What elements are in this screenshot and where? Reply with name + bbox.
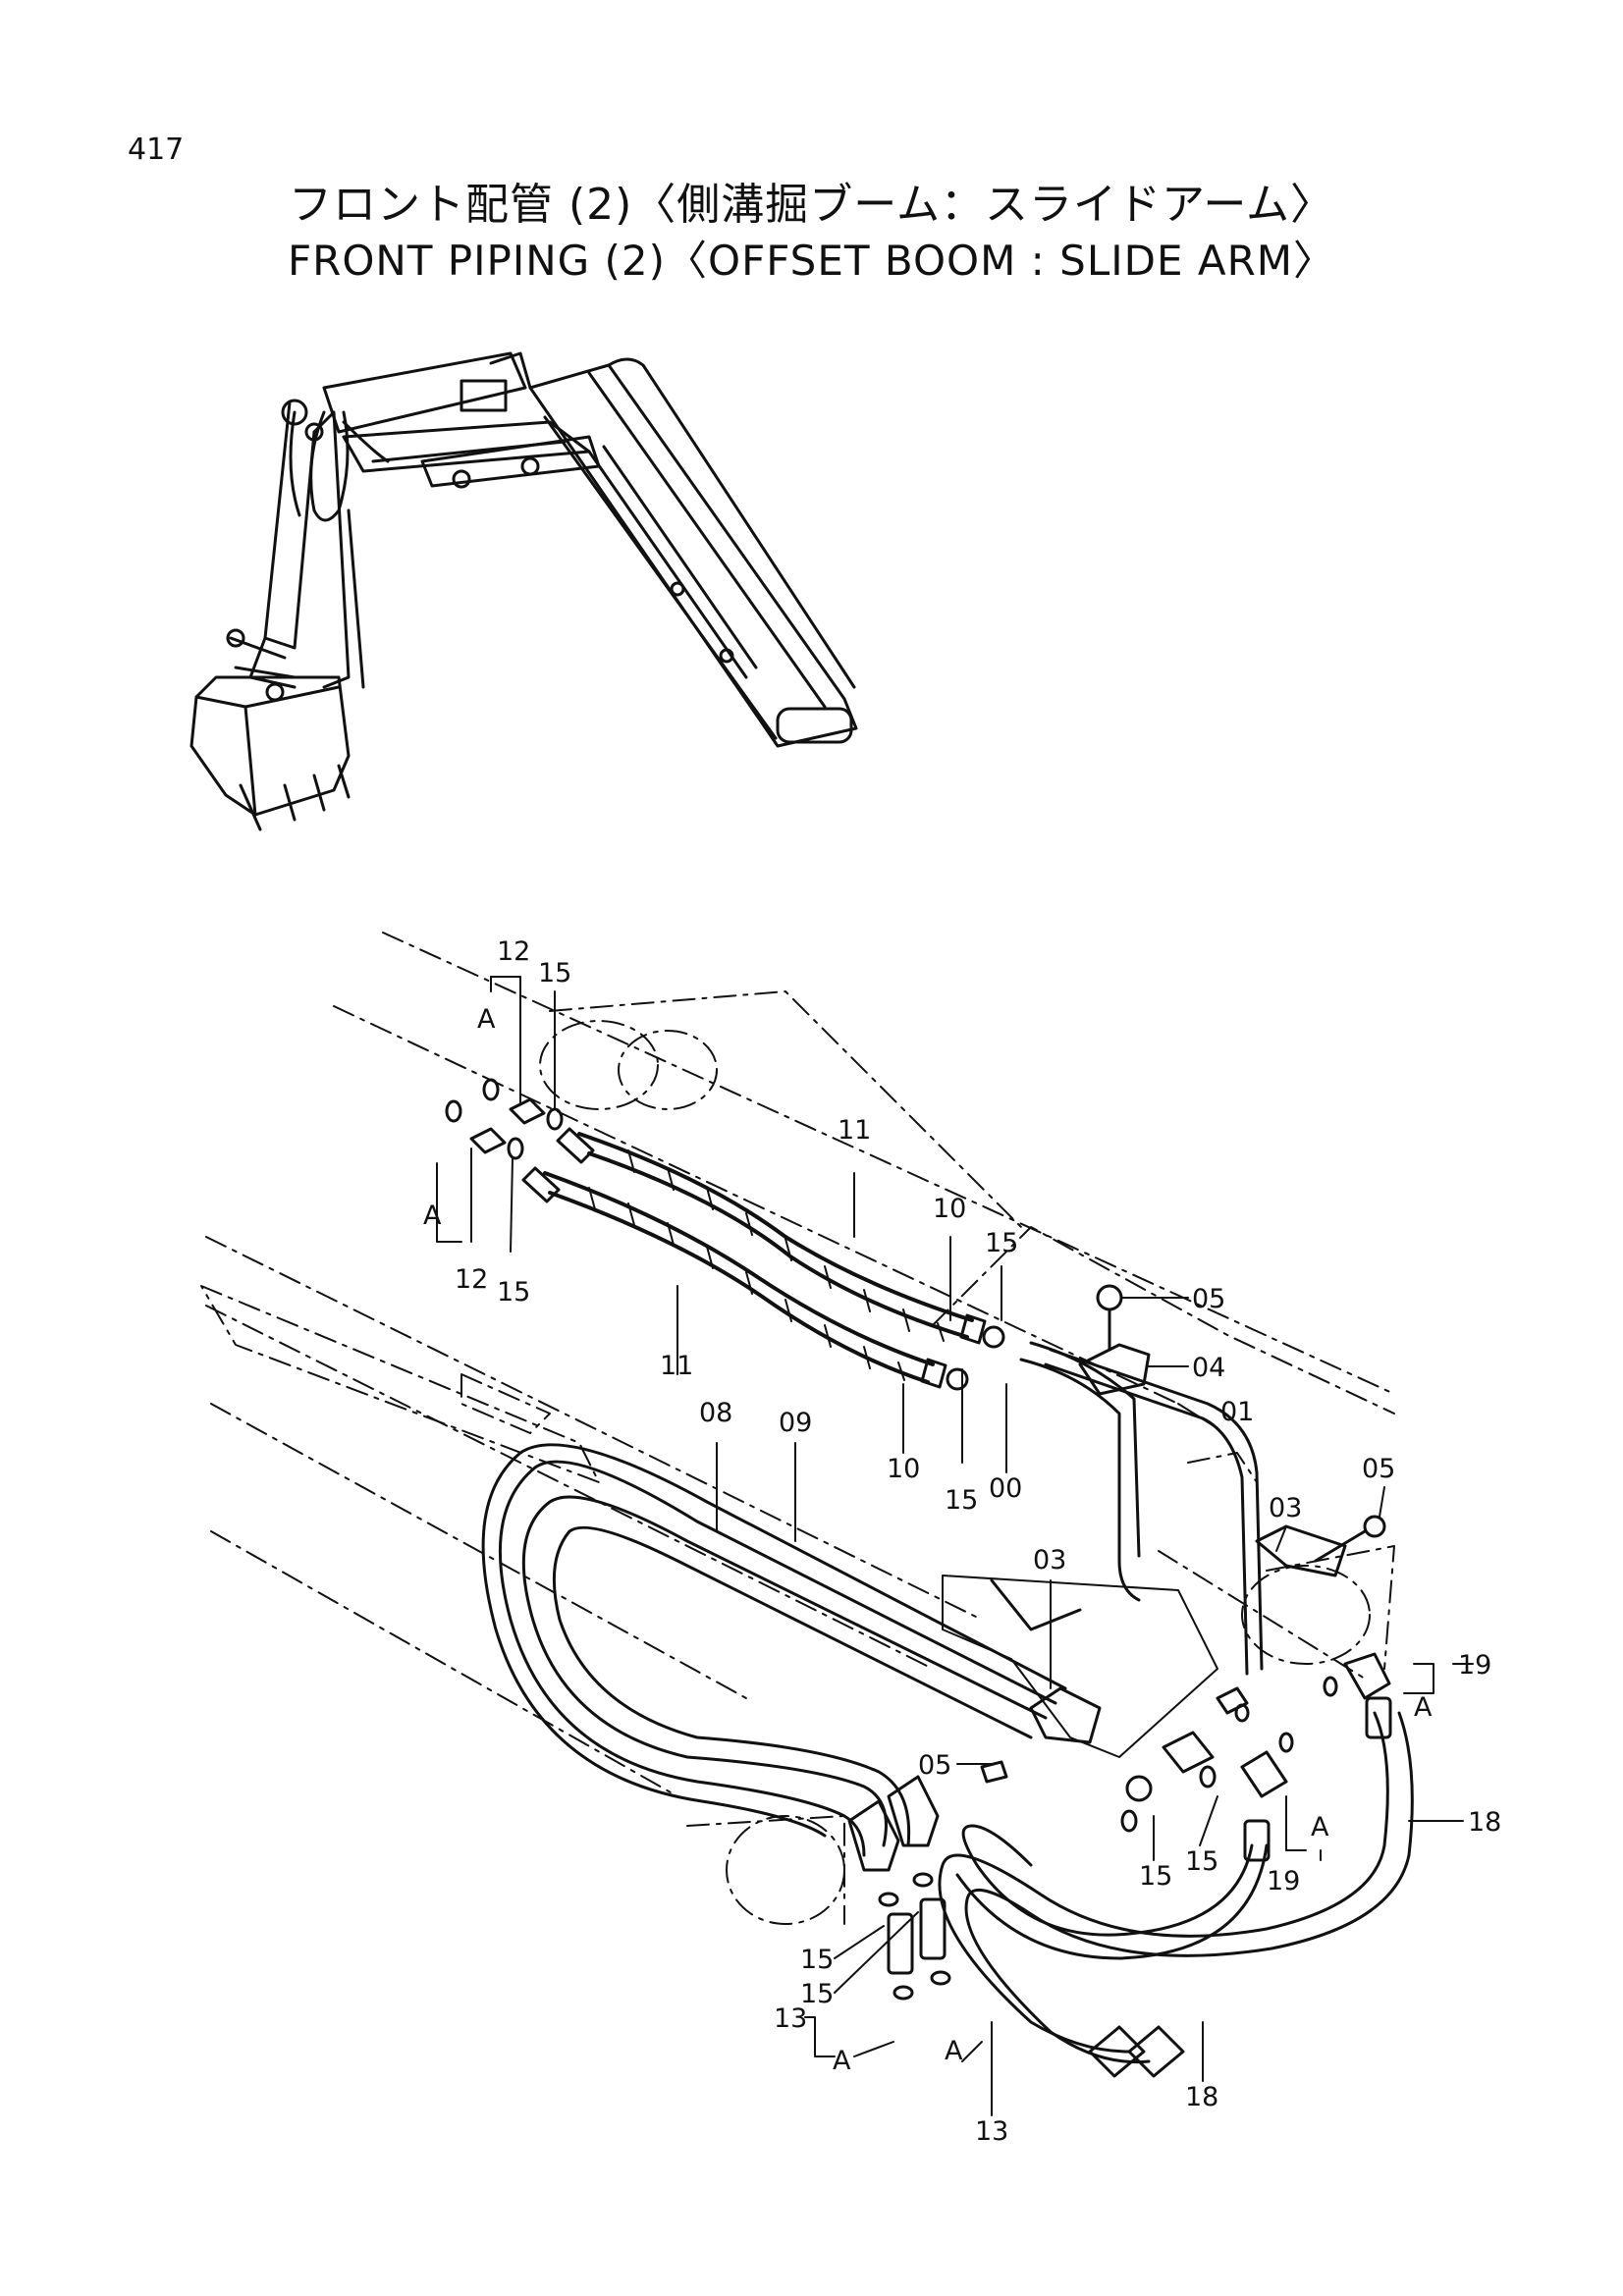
callout-15: 15 (1139, 1861, 1172, 1892)
callout-15: 15 (497, 1277, 530, 1308)
callout-10: 10 (887, 1454, 920, 1484)
page-title-japanese: フロント配管 (2)〈側溝掘ブーム：スライドアーム〉 (288, 180, 1335, 230)
callout-18: 18 (1468, 1807, 1501, 1838)
callout-15: 15 (985, 1228, 1018, 1258)
callout-00: 00 (989, 1473, 1022, 1504)
callout-05: 05 (918, 1750, 951, 1781)
hydraulic-piping-drawing (445, 1078, 1414, 2078)
callout-13: 13 (975, 2116, 1008, 2147)
callout-11: 11 (838, 1115, 871, 1146)
callout-a: A (1311, 1812, 1329, 1842)
callout-13: 13 (774, 2003, 807, 2034)
callout-a: A (1414, 1692, 1433, 1723)
part-callouts: 12 15 A A 12 15 11 11 10 15 10 15 00 05 … (423, 936, 1501, 2147)
callout-19: 19 (1458, 1650, 1491, 1681)
callout-12: 12 (455, 1264, 488, 1295)
callout-15: 15 (538, 958, 571, 988)
callout-15: 15 (945, 1485, 978, 1516)
callout-05: 05 (1362, 1454, 1395, 1484)
page-number: 417 (128, 133, 185, 167)
callout-08: 08 (699, 1398, 732, 1428)
callout-09: 09 (779, 1408, 812, 1438)
callout-a: A (423, 1201, 442, 1231)
boom-structure-drawing (200, 932, 1395, 1925)
callout-10: 10 (933, 1194, 966, 1224)
callout-18: 18 (1185, 2082, 1218, 2112)
callout-11: 11 (660, 1351, 693, 1381)
callout-15: 15 (800, 1979, 834, 2009)
callout-19: 19 (1267, 1866, 1300, 1896)
callout-12: 12 (497, 936, 530, 967)
callout-15: 15 (1185, 1846, 1218, 1877)
callout-15: 15 (800, 1945, 834, 1975)
callout-a: A (833, 2046, 851, 2076)
excavator-overview-illustration (189, 351, 858, 831)
callout-03: 03 (1269, 1493, 1302, 1523)
callout-05: 05 (1192, 1284, 1225, 1314)
callout-a: A (945, 2036, 963, 2066)
callout-03: 03 (1033, 1545, 1066, 1575)
callout-01: 01 (1220, 1397, 1254, 1427)
callout-a: A (477, 1004, 496, 1035)
page-title-english: FRONT PIPING (2)〈OFFSET BOOM : SLIDE ARM… (287, 237, 1335, 285)
leader-lines (436, 976, 1474, 2116)
callout-04: 04 (1192, 1353, 1225, 1383)
